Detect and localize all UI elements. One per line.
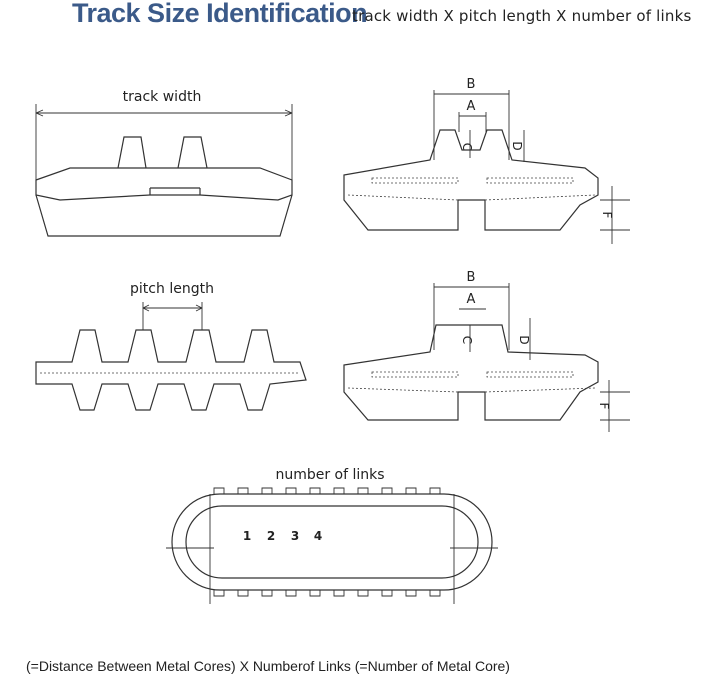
link-number-4: 4 xyxy=(314,529,322,543)
link-number-2: 2 xyxy=(267,529,275,543)
dim-f-top: F xyxy=(600,212,614,219)
number-of-links-diagram: number of links 1 2 3 4 xyxy=(166,467,498,604)
size-formula: track width X pitch length X number of l… xyxy=(352,7,692,25)
dim-d-bottom: D xyxy=(517,335,531,344)
dim-b-bottom: B xyxy=(467,270,476,285)
page-title: Track Size Identification xyxy=(72,0,368,28)
link-number-1: 1 xyxy=(243,529,251,543)
formula-caption: (=Distance Between Metal Cores) X Number… xyxy=(26,658,510,674)
dim-a-top: A xyxy=(467,99,476,114)
dim-b-top: B xyxy=(467,77,476,92)
track-width-label: track width xyxy=(123,89,202,105)
link-lugs xyxy=(213,487,441,597)
pitch-length-label: pitch length xyxy=(130,281,214,297)
dim-a-bottom: A xyxy=(467,292,476,307)
dim-c-bottom: C xyxy=(460,336,474,344)
dim-c-top: C xyxy=(460,143,474,151)
dim-f-bottom: F xyxy=(597,403,611,410)
link-number-3: 3 xyxy=(291,529,299,543)
pitch-length-diagram: pitch length xyxy=(35,281,307,411)
track-width-diagram: track width xyxy=(35,89,293,237)
cross-section-top: B A C D F xyxy=(343,77,630,244)
dim-d-top: D xyxy=(510,141,524,150)
number-of-links-label: number of links xyxy=(275,467,384,483)
cross-section-bottom: B A C D F xyxy=(343,270,630,432)
